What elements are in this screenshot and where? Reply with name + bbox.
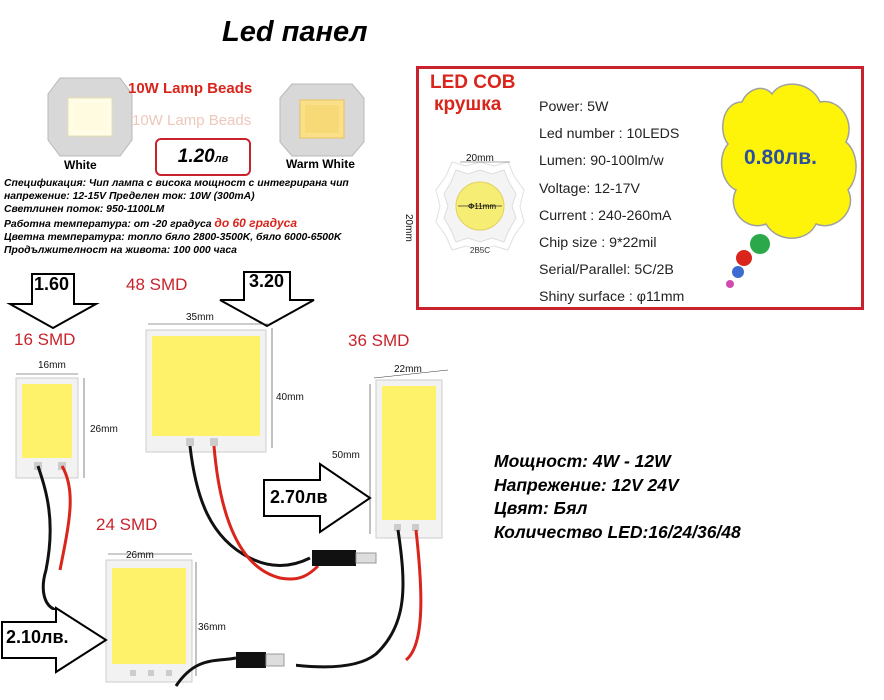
p48-price: 3.20	[249, 271, 285, 291]
spec-line: Спецификация: Чип лампа с висока мощност…	[4, 178, 349, 189]
spec-line: напрежение: 12-15V Пределен ток: 10W (30…	[4, 190, 255, 202]
cob-spec-item: Current : 240-260mA	[539, 207, 672, 224]
cob-dim-w: 20mm	[466, 153, 494, 164]
arrow-down-icon	[6, 273, 100, 330]
cob-spec-item: Serial/Parallel: 5C/2B	[539, 262, 674, 279]
p24-dim-h: 36mm	[198, 622, 226, 633]
p48-label: 48 SMD	[126, 275, 188, 294]
p16-dim-w: 16mm	[38, 360, 66, 371]
p36-label: 36 SMD	[348, 331, 410, 350]
cob-chip-code: 2B5C	[470, 246, 491, 255]
cob-spec-item: Chip size : 9*22mil	[539, 235, 657, 252]
cob-spec-item: Shiny surface : φ11mm	[539, 289, 685, 306]
cob-spec-item: Voltage: 12-17V	[539, 180, 640, 197]
cob-frame	[416, 66, 864, 310]
arrow-right-icon	[263, 462, 372, 534]
white-lamp-bead-image	[47, 77, 133, 157]
p16-label: 16 SMD	[14, 330, 76, 349]
p16-dim-h: 26mm	[90, 424, 118, 435]
spec-line: Цветна температура: топло бяло 2800-3500…	[4, 231, 342, 243]
price-bubble	[720, 83, 857, 288]
specifications: Спецификация: Чип лампа с висока мощност…	[4, 178, 349, 257]
p24-panel-image	[105, 553, 285, 687]
p48-panel-image	[145, 323, 320, 581]
lamp-beads-ghost-heading: 10W Lamp Beads	[132, 112, 252, 129]
summary-line: Цвят: Бял	[494, 498, 588, 519]
cob-center-label: Φ11mm	[468, 202, 497, 211]
lamp-beads-heading: 10W Lamp Beads	[128, 80, 253, 97]
p24-price: 2.10лв.	[6, 627, 69, 647]
spec-line: Светлинен поток: 950-1100LM	[4, 203, 165, 215]
cob-title: LED COB крушка	[430, 72, 516, 115]
white-label: White	[64, 158, 97, 172]
spec-line: Работна температура: от -20 градуса до 6…	[4, 215, 298, 230]
cob-bulb-image	[435, 161, 525, 251]
cob-spec-item: Led number : 10LEDS	[539, 126, 680, 143]
cob-spec-item: Lumen: 90-100lm/w	[539, 153, 664, 170]
p16-price: 1.60	[34, 274, 70, 294]
page-title: Led панел	[222, 16, 368, 48]
summary-line: Мощност: 4W - 12W	[494, 451, 671, 471]
p24-dim-w: 26mm	[126, 550, 154, 561]
lamp-beads-price: 1.20лв	[155, 138, 251, 176]
summary: Мощност: 4W - 12W Напрежение: 12V 24V Цв…	[494, 450, 741, 544]
warm-white-label: Warm White	[286, 157, 355, 171]
cob-spec-item: Power: 5W	[539, 99, 609, 115]
cob-price: 0.80лв.	[744, 146, 817, 169]
summary-line: Количество LED:16/24/36/48	[494, 521, 741, 542]
cob-dim-h: 20mm	[403, 214, 414, 242]
arrow-right-icon	[1, 606, 108, 674]
p36-price: 2.70лв	[270, 487, 328, 507]
spec-line: Продължителност на живота: 100 000 часа	[4, 244, 237, 256]
p36-panel-image	[296, 369, 449, 669]
summary-line: Напрежение: 12V 24V	[494, 474, 679, 495]
p36-dim-w: 22mm	[394, 364, 422, 375]
p48-dim-h: 40mm	[276, 392, 304, 403]
arrow-down-icon	[219, 271, 315, 328]
p24-label: 24 SMD	[96, 515, 158, 534]
warm-white-lamp-bead-image	[279, 83, 365, 157]
p16-panel-image	[15, 373, 85, 610]
cob-spec-list: Power: 5W Led number : 10LEDS Lumen: 90-…	[539, 94, 684, 312]
p48-dim-w: 35mm	[186, 312, 214, 323]
p36-dim-h: 50mm	[332, 450, 360, 461]
temp-highlight: до 60 градуса	[214, 215, 298, 230]
